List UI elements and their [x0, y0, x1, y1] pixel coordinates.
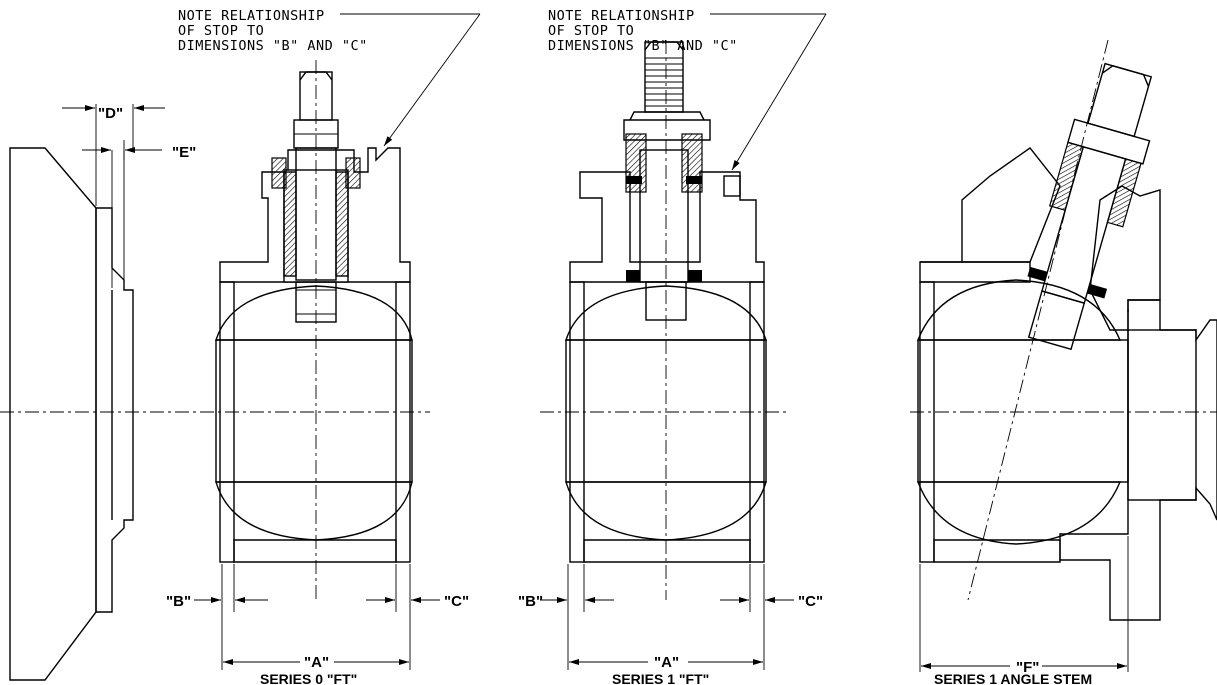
- caption-series1-angle: SERIES 1 ANGLE STEM: [934, 671, 1092, 685]
- series1-valve: [540, 40, 790, 600]
- dimension-d: "D": [62, 104, 165, 206]
- note-left-line3: DIMENSIONS "B" AND "C": [178, 38, 368, 54]
- label-a-left: "A": [304, 654, 329, 671]
- series1-angle-valve: [910, 39, 1217, 621]
- note-right-line1: NOTE RELATIONSHIP: [548, 8, 695, 24]
- label-e: "E": [172, 144, 196, 161]
- flange-section: [0, 147, 430, 681]
- note-right: NOTE RELATIONSHIP OF STOP TO DIMENSIONS …: [548, 8, 827, 171]
- label-c-right: "C": [798, 593, 823, 610]
- note-left: NOTE RELATIONSHIP OF STOP TO DIMENSIONS …: [178, 8, 481, 147]
- label-b-left: "B": [166, 593, 191, 610]
- label-f: "F": [1016, 659, 1039, 676]
- caption-series0: SERIES 0 "FT": [260, 671, 357, 685]
- label-a-right: "A": [654, 654, 679, 671]
- label-c-left: "C": [444, 593, 469, 610]
- caption-series1: SERIES 1 "FT": [612, 671, 709, 685]
- series1-angle-dimensions: "F" SERIES 1 ANGLE STEM: [919, 536, 1129, 685]
- series0-valve: [215, 60, 413, 600]
- thread-marks: [645, 57, 683, 107]
- series1-dimensions: "B" "C" "A" SERIES 1 "FT": [518, 564, 823, 685]
- label-b-right: "B": [518, 593, 543, 610]
- dimension-e: "E": [82, 140, 196, 161]
- note-left-line2: OF STOP TO: [178, 23, 264, 39]
- note-right-line2: OF STOP TO: [548, 23, 634, 39]
- label-d: "D": [98, 105, 123, 122]
- note-right-line3: DIMENSIONS "B" AND "C": [548, 38, 738, 54]
- series0-dimensions: "B" "C" "A" SERIES 0 "FT": [166, 564, 469, 685]
- note-left-line1: NOTE RELATIONSHIP: [178, 8, 325, 24]
